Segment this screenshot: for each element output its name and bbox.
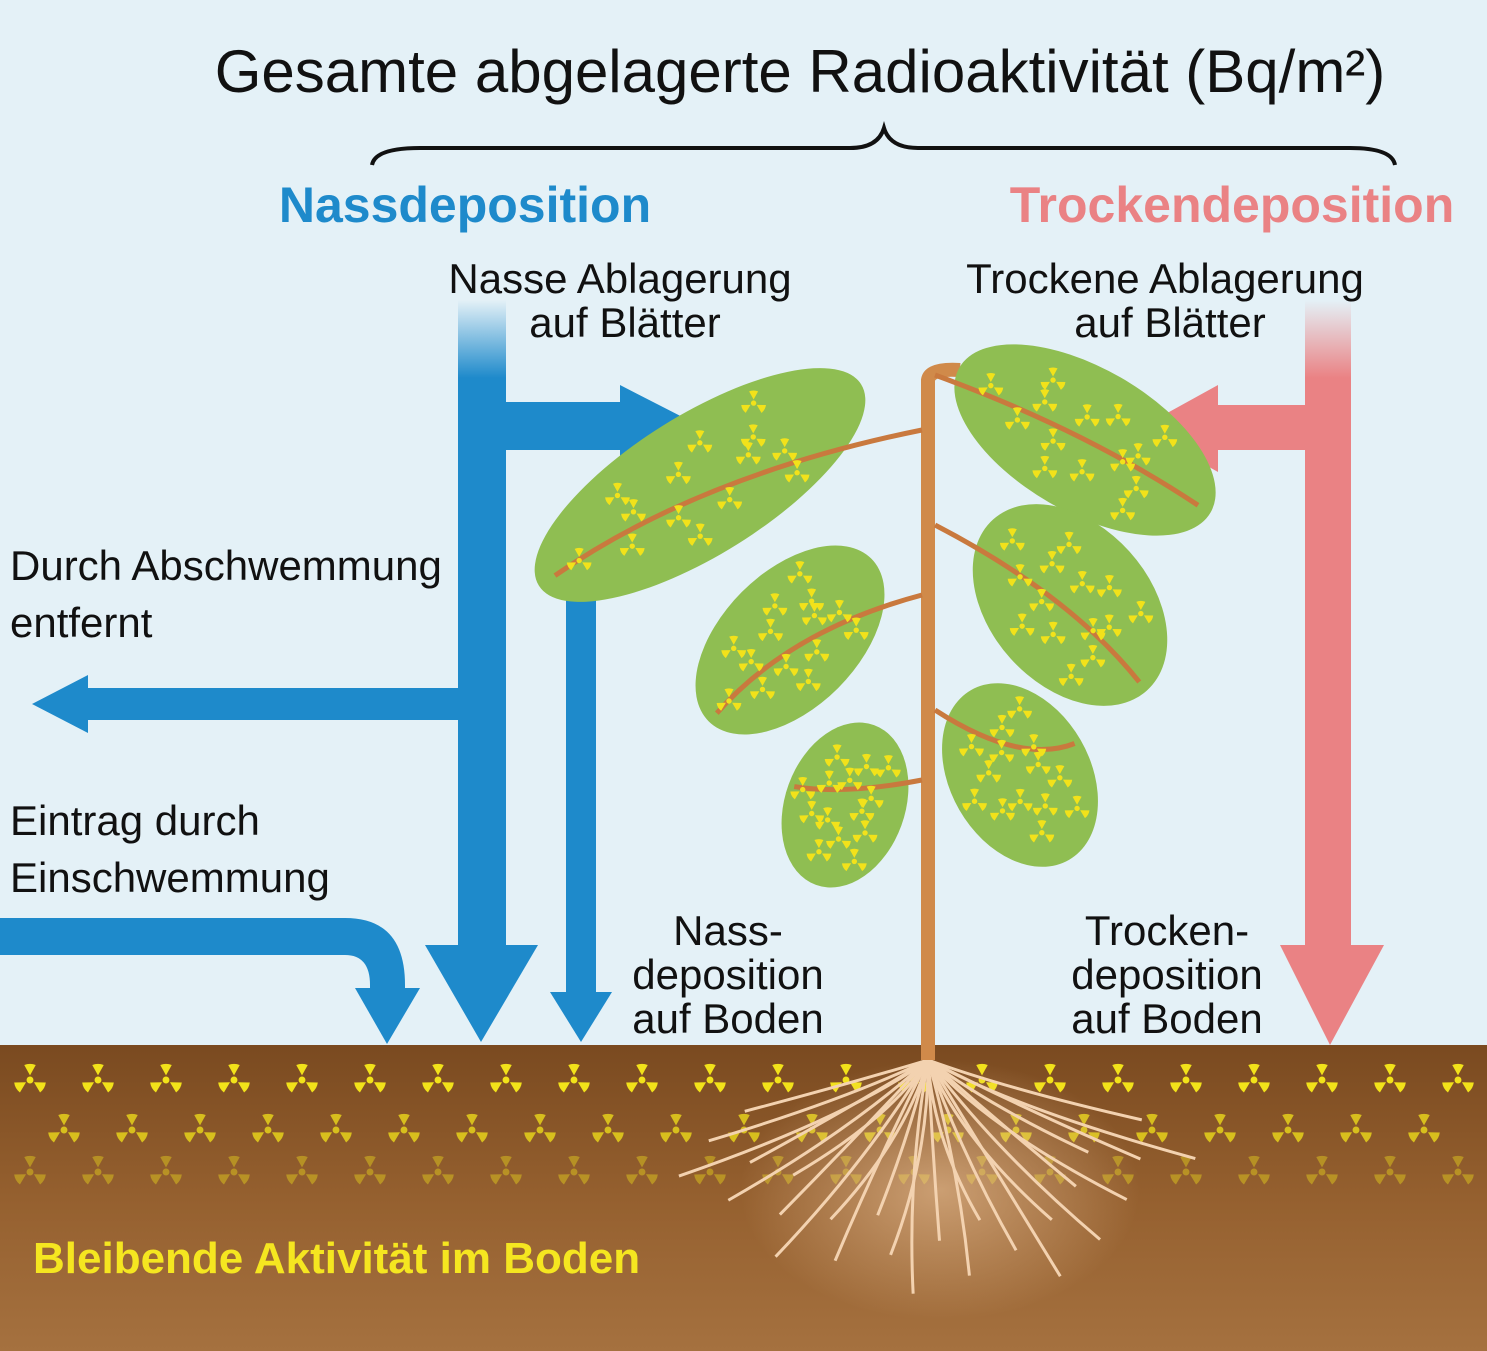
inflow-label-1: Eintrag durch — [10, 797, 260, 844]
root — [876, 1059, 930, 1216]
root — [927, 1058, 1196, 1160]
roots — [678, 1058, 1196, 1294]
plant — [534, 344, 1216, 1320]
root — [833, 1059, 930, 1262]
dry-ground-label-1: Trocken- — [1085, 907, 1249, 954]
wet-ground-label-1: Nass- — [673, 907, 783, 954]
dry-leaves-label-2: auf Blätter — [1074, 299, 1265, 346]
root — [927, 1058, 1143, 1122]
leaf — [933, 504, 1168, 706]
leaf — [934, 344, 1216, 536]
root — [778, 1058, 930, 1216]
leaf-vein — [933, 707, 1076, 752]
leaf-vein — [553, 427, 923, 578]
root — [926, 1059, 1128, 1201]
root — [749, 1058, 929, 1164]
root — [926, 1059, 1018, 1252]
root — [708, 1058, 929, 1143]
root — [774, 1059, 930, 1258]
soil-activity-label: Bleibende Aktivität im Boden — [33, 1234, 640, 1283]
leaf — [933, 683, 1098, 867]
leaf-vein — [934, 372, 1200, 508]
runoff-label-1: Durch Abschwemmung — [10, 542, 442, 589]
root — [926, 1059, 1062, 1278]
wet-ground-label-3: auf Boden — [632, 995, 824, 1042]
leaf-vein — [714, 592, 923, 715]
diagram-title: Gesamte abgelagerte Radioaktivität (Bq/m… — [215, 38, 1386, 105]
root — [927, 1058, 1089, 1154]
leaf-vein — [933, 522, 1142, 684]
root — [910, 1059, 930, 1294]
root — [744, 1058, 929, 1113]
dry-ground-label-2: deposition — [1071, 951, 1262, 998]
stem — [921, 362, 961, 1060]
leaf-vein — [793, 777, 923, 793]
wet-deposition-heading: Nassdeposition — [279, 177, 651, 233]
dry-deposition-heading: Trockendeposition — [1010, 177, 1455, 233]
brace — [370, 121, 1397, 166]
root — [926, 1059, 1102, 1241]
root-glow — [740, 1060, 1140, 1320]
wet-leaves-label-1: Nasse Ablagerung — [448, 255, 791, 302]
wet-ground-label-2: deposition — [632, 951, 823, 998]
dry-leaves-label-1: Trockene Ablagerung — [966, 255, 1364, 302]
leaf — [695, 545, 923, 735]
dry-ground-label-3: auf Boden — [1071, 995, 1263, 1042]
wet-deposition-arrows — [0, 300, 700, 1044]
runoff-label-2: entfernt — [10, 599, 153, 646]
root — [926, 1059, 1053, 1221]
root — [926, 1059, 982, 1221]
root — [727, 1058, 930, 1202]
inflow-label-2: Einschwemmung — [10, 854, 330, 901]
leaf — [781, 722, 923, 888]
root — [889, 1059, 930, 1256]
wet-leaves-label-2: auf Blätter — [529, 299, 720, 346]
leaf — [534, 368, 923, 602]
